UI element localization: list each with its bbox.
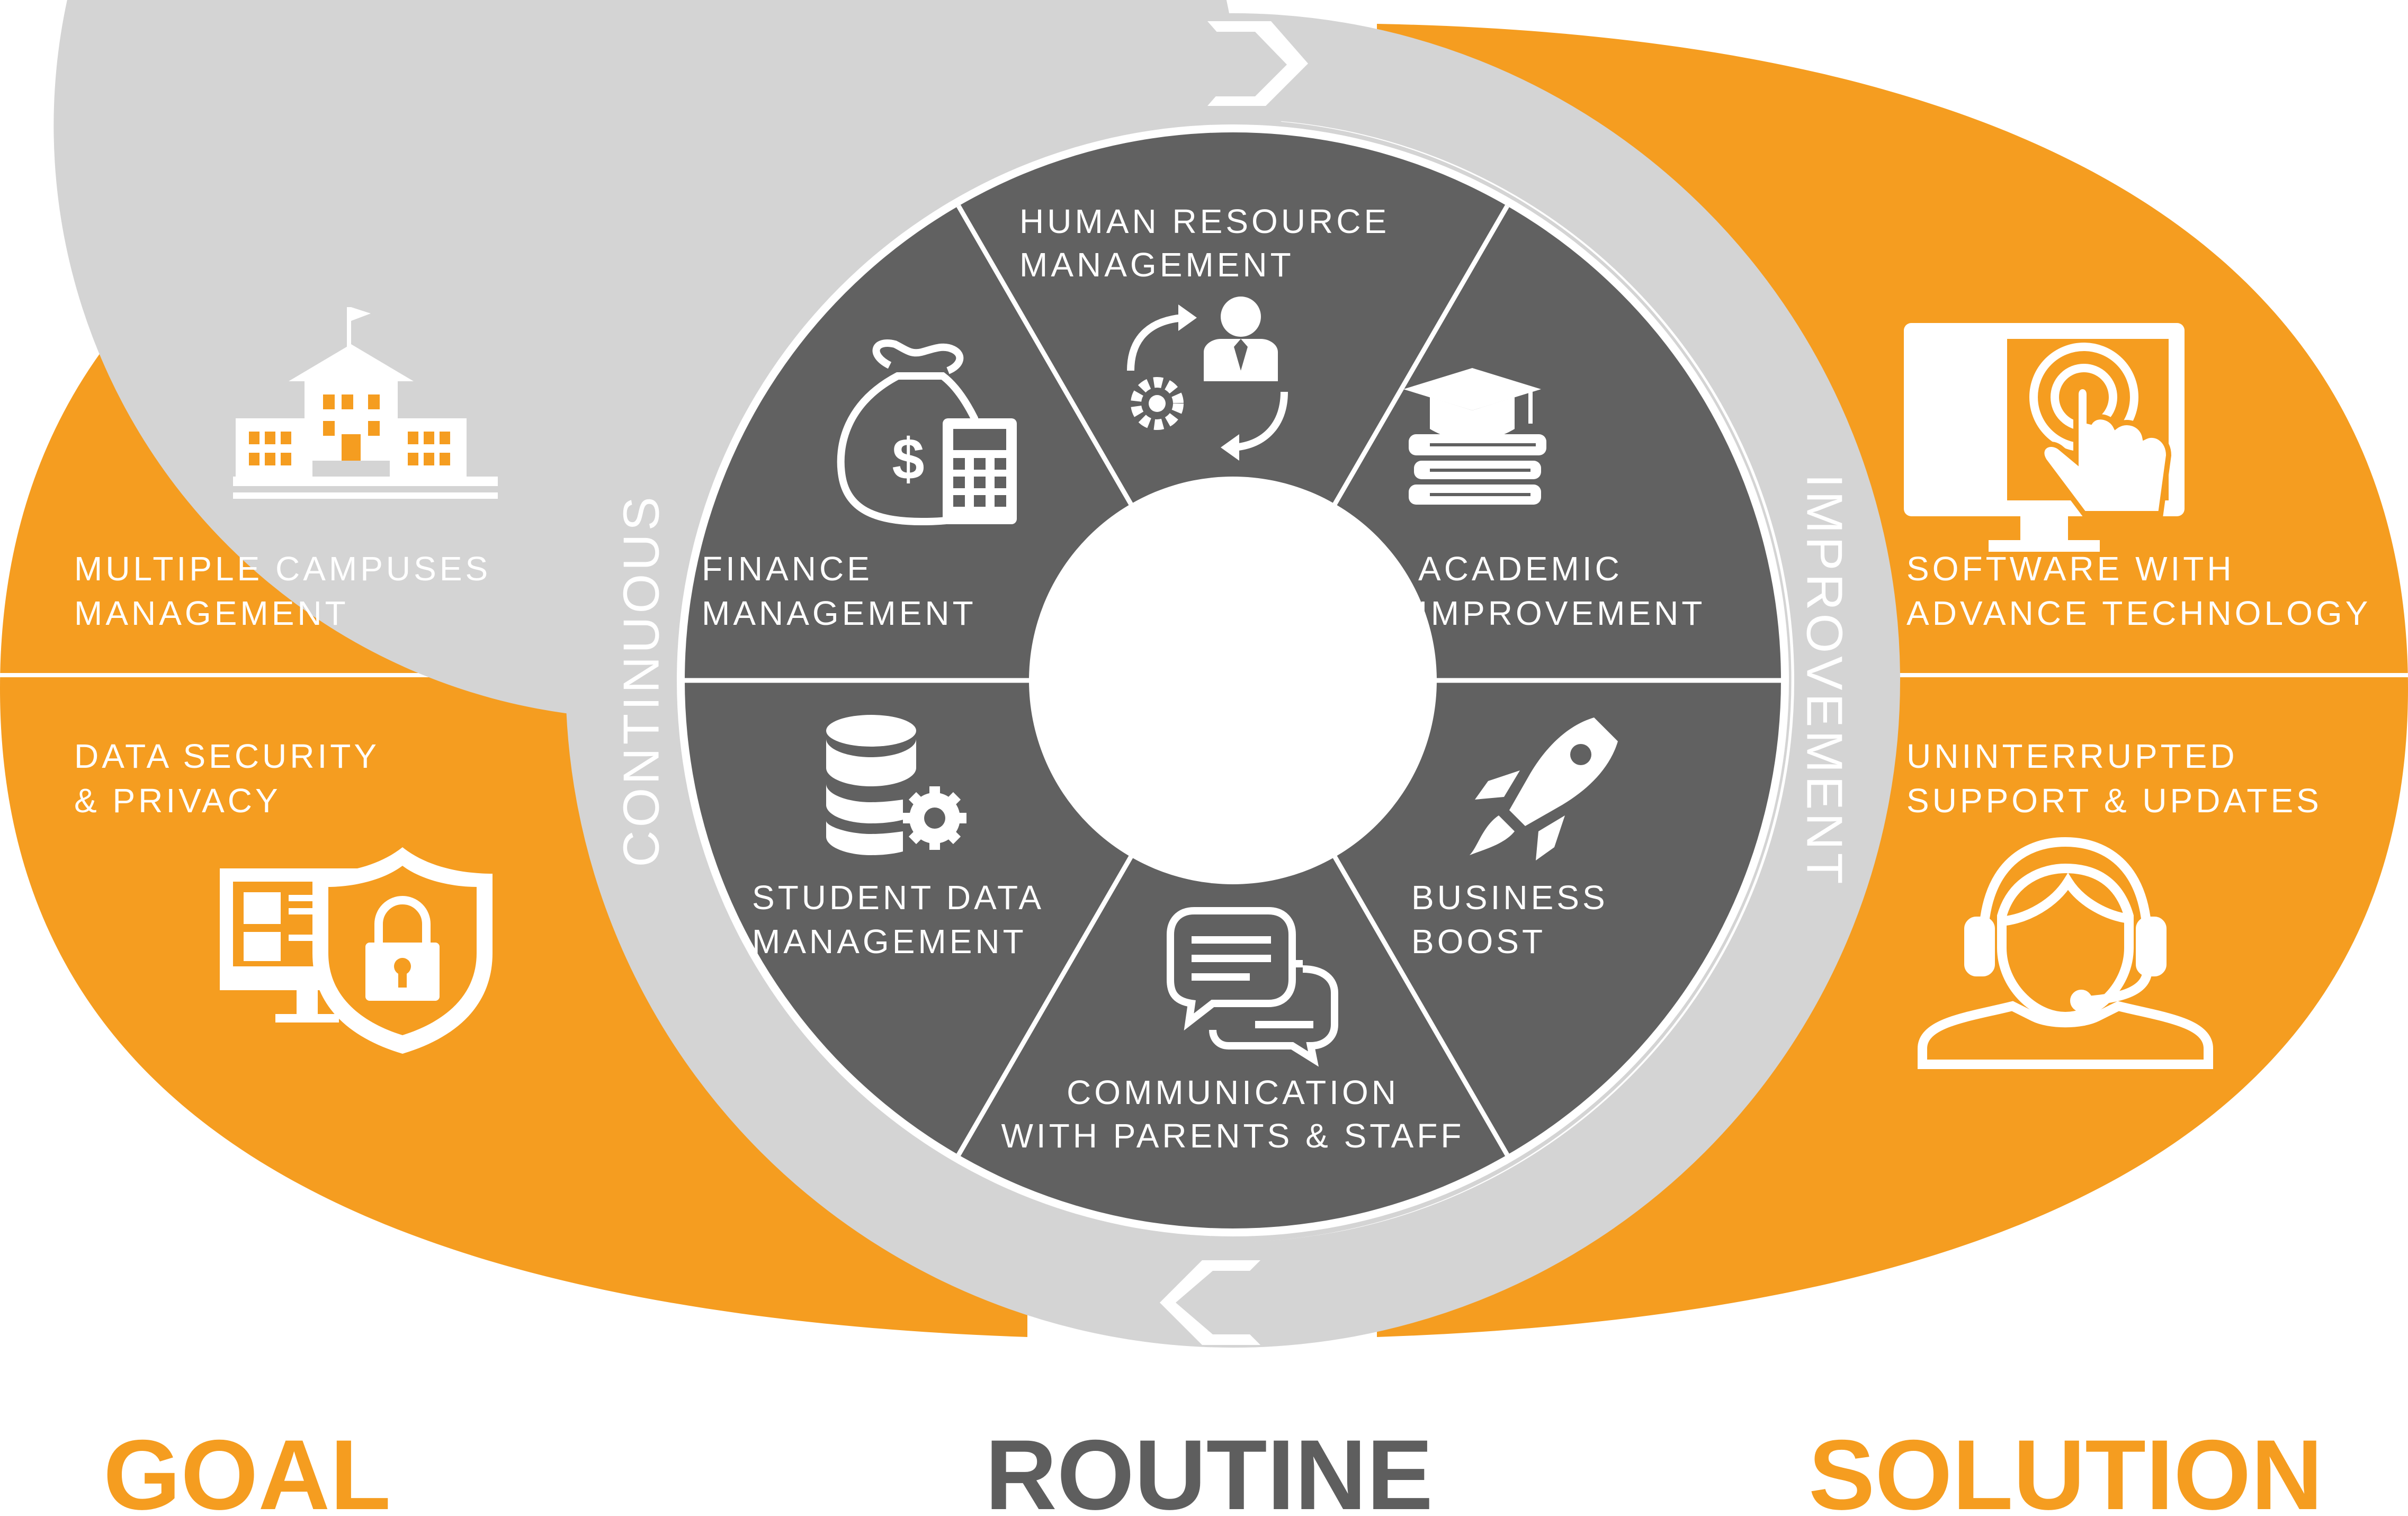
segment-academic-line1: ACADEMIC [1418, 550, 1623, 588]
goal-bottom-line1: DATA SECURITY [74, 737, 380, 775]
ring-arrow-top-fill [1213, 32, 1287, 96]
routine-title: ROUTINE [985, 1419, 1433, 1516]
segment-student-line1: STUDENT DATA [752, 878, 1044, 917]
goal-bottom-line2: & PRIVACY [74, 782, 281, 820]
segment-hr-line1: HUMAN RESOURCE [1019, 202, 1390, 240]
secure-computer-shield-icon [220, 847, 493, 1054]
dollar-glyph: $ [892, 427, 924, 492]
database-gear-icon [826, 715, 966, 855]
goal-title: GOAL [103, 1419, 391, 1516]
segment-communication-line2: WITH PARENTS & STAFF [1001, 1117, 1465, 1155]
solution-top-line1: SOFTWARE WITH [1906, 550, 2235, 588]
solution-top-line2: ADVANCE TECHNOLOGY [1906, 594, 2371, 632]
ring-label-improvement: IMPROVEMENT [1796, 474, 1853, 887]
segment-finance-line2: MANAGEMENT [702, 594, 977, 632]
segment-business-line2: BOOST [1411, 922, 1546, 961]
goal-top-line2: MANAGEMENT [74, 594, 349, 632]
solution-bottom-line1: UNINTERRUPTED [1906, 737, 2238, 775]
goal-top-line1: MULTIPLE CAMPUSES [74, 550, 491, 588]
segment-academic-line2: IMPROVEMENT [1418, 594, 1705, 632]
rocket-icon [1470, 717, 1618, 860]
touch-monitor-icon [1904, 323, 2185, 552]
support-headset-icon [1918, 837, 2213, 1069]
segment-finance-line1: FINANCE [702, 550, 873, 588]
segment-hr-line2: MANAGEMENT [1019, 246, 1294, 284]
school-building-icon [233, 307, 498, 499]
solution-bottom-line2: SUPPORT & UPDATES [1906, 782, 2322, 820]
ring-arrow-bottom-fill [1176, 1271, 1255, 1334]
solution-title: SOLUTION [1809, 1419, 2323, 1516]
ring-label-continuous: CONTINUOUS [613, 494, 669, 867]
graduation-cap-books-icon [1403, 368, 1546, 505]
wheel-hub [1029, 477, 1437, 884]
segment-business-line1: BUSINESS [1411, 878, 1608, 917]
segment-student-line2: MANAGEMENT [752, 922, 1027, 961]
money-bag-calculator-icon: $ [837, 339, 1017, 526]
segment-communication-line1: COMMUNICATION [1067, 1073, 1399, 1111]
hr-person-gear-icon [1127, 297, 1288, 461]
chat-bubbles-icon [1167, 907, 1338, 1067]
